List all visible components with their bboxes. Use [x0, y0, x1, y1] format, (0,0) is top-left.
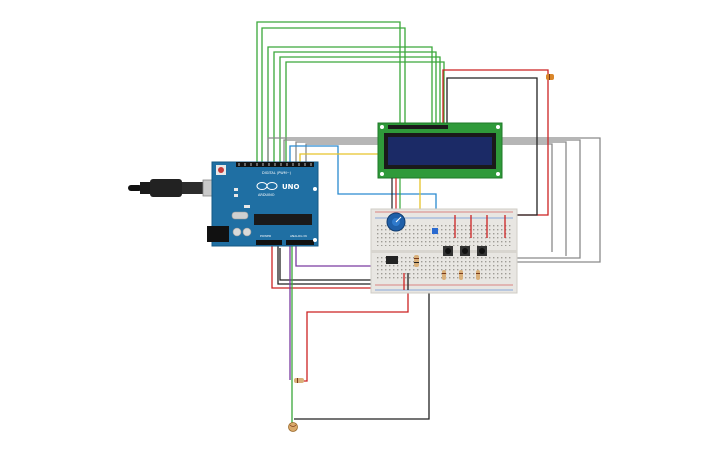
- blue-capacitor[interactable]: [432, 228, 438, 234]
- wire-black-2[interactable]: [279, 248, 380, 281]
- wire-green-5[interactable]: [279, 56, 441, 162]
- dc-jack: [207, 226, 229, 242]
- arduino-label: ARDUINO: [258, 193, 275, 197]
- usb-cable: [128, 179, 226, 197]
- resistor-2[interactable]: [442, 270, 446, 280]
- wire-green-6[interactable]: [285, 61, 445, 162]
- power-label: POWER: [260, 234, 271, 238]
- wire-red-bottom[interactable]: [298, 290, 409, 382]
- capacitor-1: [232, 227, 242, 237]
- wires: [256, 21, 601, 424]
- arduino-uno-board[interactable]: DIGITAL (PWM~) UNO ARDUINO POWER ANALOG …: [207, 161, 319, 247]
- sensor-transistor[interactable]: [386, 256, 398, 264]
- arduino-logo-icon: [256, 182, 278, 190]
- wire-purple[interactable]: [295, 244, 390, 267]
- resistor-4[interactable]: [476, 270, 480, 280]
- wire-green-1[interactable]: [256, 21, 401, 162]
- resistor-1[interactable]: [414, 255, 419, 267]
- wire-gray-2[interactable]: [283, 139, 581, 259]
- wire-gray-1[interactable]: [267, 137, 601, 263]
- digital-header-label: DIGITAL (PWM~): [262, 171, 292, 175]
- breadboard-jumpers: [403, 215, 506, 290]
- wire-black-bottom[interactable]: [294, 290, 430, 420]
- resistor-3[interactable]: [459, 270, 463, 280]
- wire-green-4[interactable]: [273, 51, 437, 162]
- analog-label: ANALOG IN: [290, 234, 307, 238]
- lcd-display[interactable]: [377, 122, 503, 179]
- wire-yellow[interactable]: [299, 153, 421, 232]
- wire-blue[interactable]: [289, 145, 437, 232]
- push-button-2[interactable]: [460, 246, 470, 256]
- photoresistor[interactable]: [288, 422, 298, 432]
- resistor-top[interactable]: [546, 74, 554, 80]
- crystal: [231, 211, 249, 220]
- lcd-pin-header: [388, 125, 448, 129]
- push-button-3[interactable]: [477, 246, 487, 256]
- wire-green-2[interactable]: [261, 27, 406, 162]
- capacitor-2: [242, 227, 252, 237]
- power-header: [256, 240, 282, 245]
- atmega-chip: [254, 214, 312, 225]
- wire-green-3[interactable]: [267, 46, 433, 162]
- wire-black-top[interactable]: [446, 77, 538, 216]
- uno-label: UNO: [282, 183, 300, 191]
- analog-header: [286, 240, 314, 245]
- push-button-1[interactable]: [443, 246, 453, 256]
- potentiometer[interactable]: [386, 212, 406, 232]
- resistor-bottom[interactable]: [294, 378, 304, 383]
